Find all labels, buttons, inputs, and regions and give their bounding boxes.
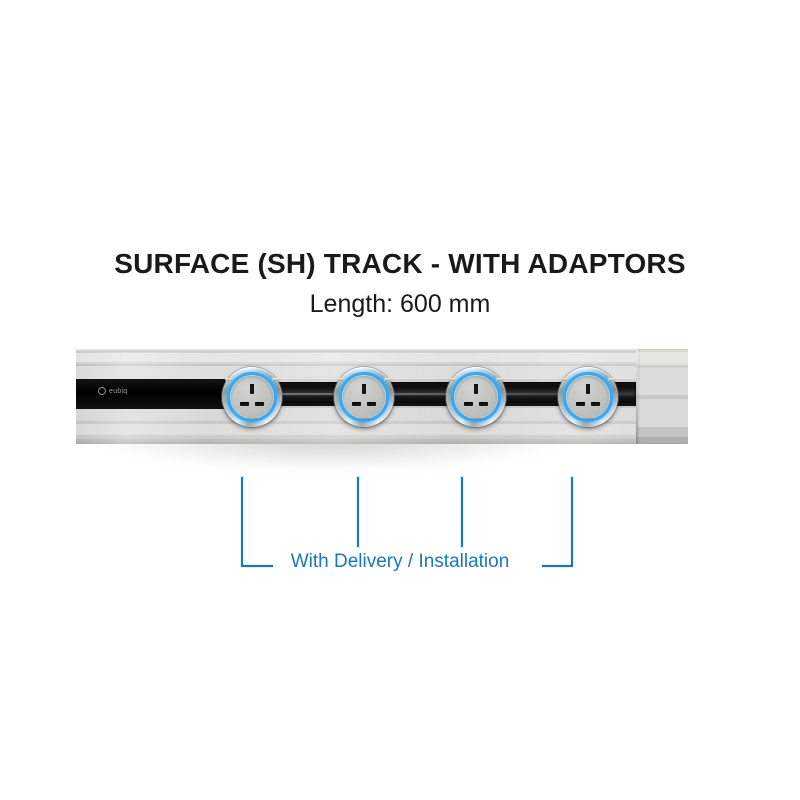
socket-release-tab-left[interactable] <box>561 378 568 381</box>
socket-faceplate <box>343 376 385 418</box>
socket-live-slot <box>240 402 249 406</box>
socket-neutral-slot <box>591 402 600 406</box>
socket-release-tab-left[interactable] <box>225 378 232 381</box>
brand-mark-icon <box>98 387 106 395</box>
socket-faceplate <box>455 376 497 418</box>
brand-logo-text: eubiq <box>109 387 128 395</box>
socket-brand-text: eubiq <box>247 417 257 421</box>
socket-brand-text: eubiq <box>359 417 369 421</box>
socket-live-slot <box>464 402 473 406</box>
page-title: SURFACE (SH) TRACK - WITH ADAPTORS <box>114 248 686 279</box>
socket-earth-slot <box>586 384 590 394</box>
track-end-cap <box>636 349 688 444</box>
socket-release-tab-right[interactable] <box>384 378 391 381</box>
socket-release-tab-right[interactable] <box>608 378 615 381</box>
power-track-product: eubiq eubiq <box>76 349 688 444</box>
page-subtitle-length: Length: 600 mm <box>309 290 491 318</box>
socket-earth-slot <box>362 384 366 394</box>
socket-adaptor-1[interactable]: eubiq <box>222 367 282 427</box>
socket-release-tab-right[interactable] <box>496 378 503 381</box>
socket-adaptor-4[interactable]: eubiq <box>558 367 618 427</box>
socket-earth-slot <box>474 384 478 394</box>
socket-neutral-slot <box>367 402 376 406</box>
socket-adaptor-3[interactable]: eubiq <box>446 367 506 427</box>
socket-adaptor-2[interactable]: eubiq <box>334 367 394 427</box>
socket-faceplate <box>231 376 273 418</box>
socket-neutral-slot <box>479 402 488 406</box>
socket-release-tab-right[interactable] <box>272 378 279 381</box>
socket-release-tab-left[interactable] <box>337 378 344 381</box>
track-end-cap-seam <box>636 349 638 444</box>
socket-brand-text: eubiq <box>471 417 481 421</box>
brand-logo: eubiq <box>98 387 128 395</box>
socket-live-slot <box>352 402 361 406</box>
socket-neutral-slot <box>255 402 264 406</box>
track-top-lip <box>76 349 688 352</box>
socket-faceplate <box>567 376 609 418</box>
socket-earth-slot <box>250 384 254 394</box>
socket-brand-text: eubiq <box>583 417 593 421</box>
annotation-label: With Delivery / Installation <box>290 551 510 572</box>
socket-release-tab-left[interactable] <box>449 378 456 381</box>
socket-live-slot <box>576 402 585 406</box>
track-brand-plate: eubiq <box>76 379 226 409</box>
